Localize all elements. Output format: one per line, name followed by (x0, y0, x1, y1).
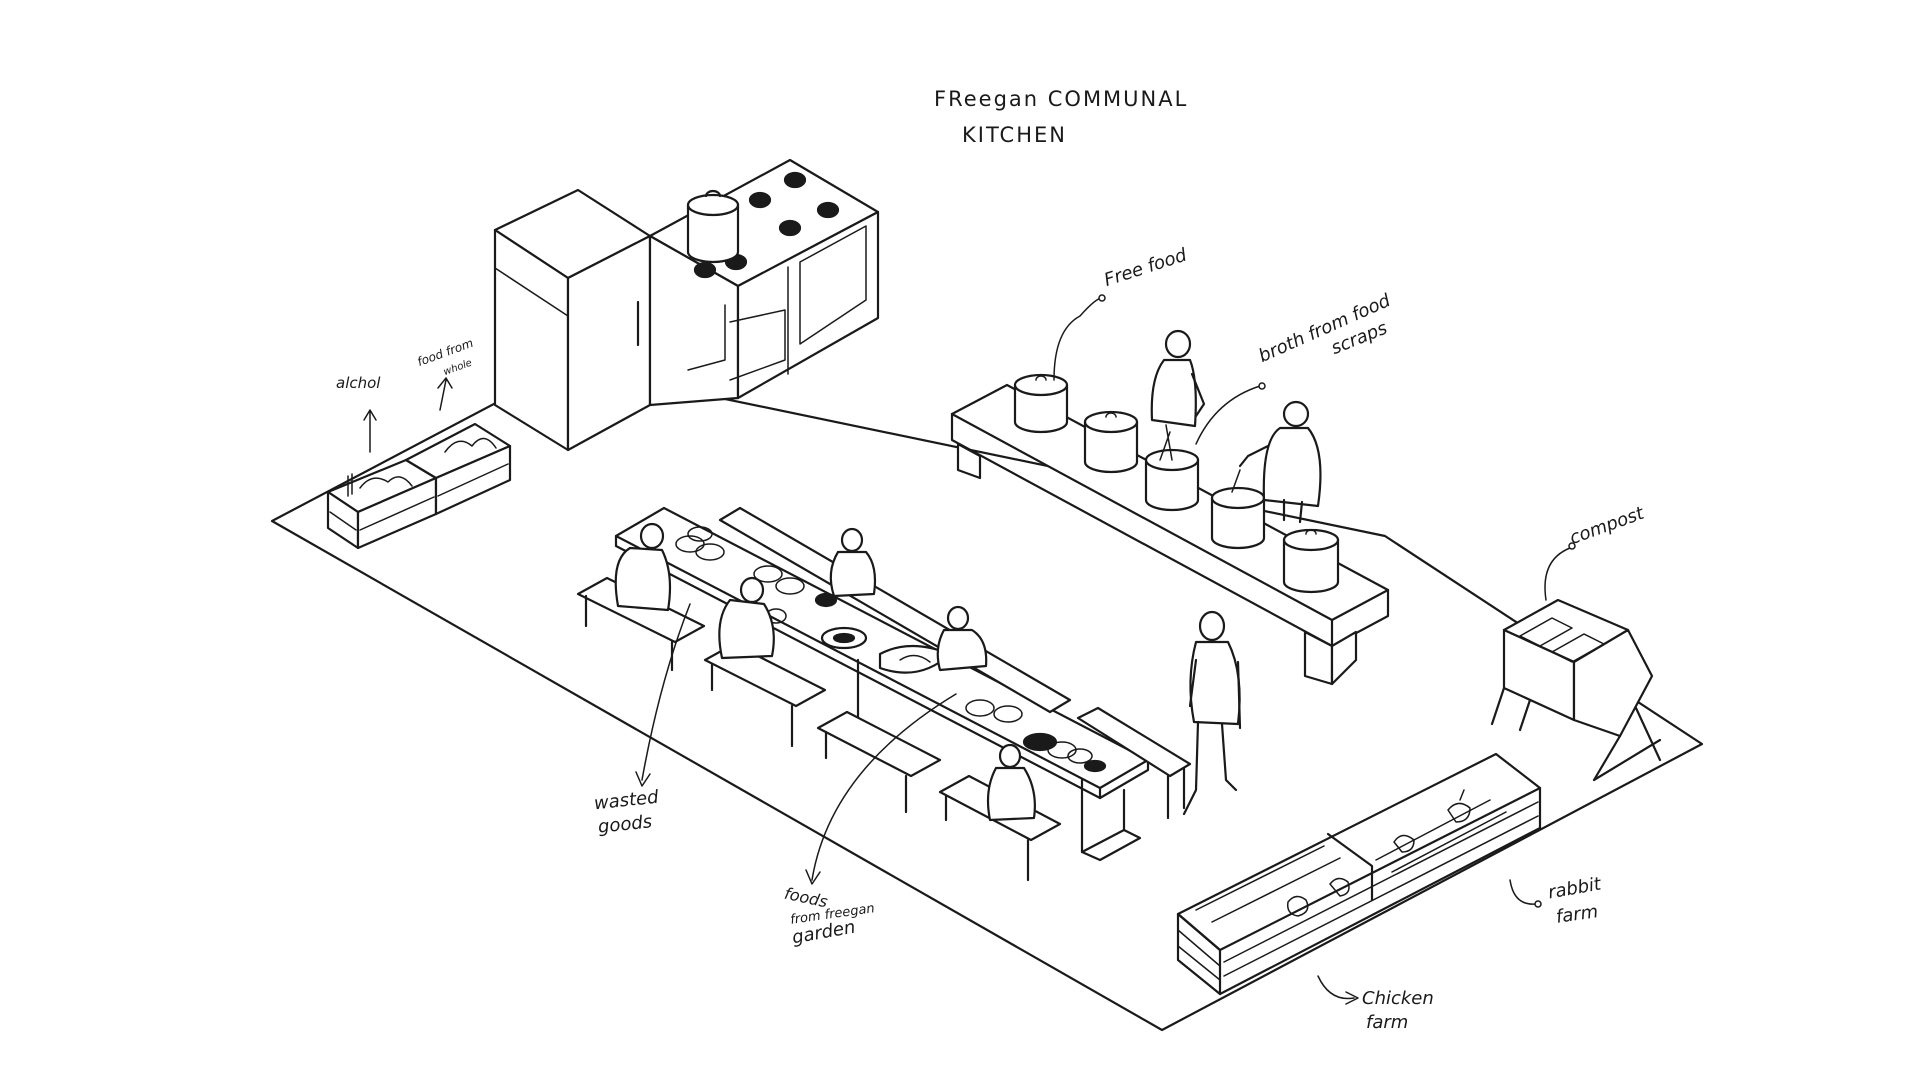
standing-person (1182, 610, 1242, 816)
label-chicken-line-2: farm (1366, 1012, 1409, 1033)
stock-pots (1013, 373, 1340, 594)
page-title-line-2: KITCHEN (962, 123, 1067, 147)
stove (648, 158, 880, 407)
cooks (1150, 329, 1322, 524)
animal-pens (1176, 752, 1542, 996)
label-leaders (363, 294, 1576, 1005)
compost-bin (1490, 598, 1662, 782)
diners (614, 522, 1036, 822)
fridge (493, 188, 652, 452)
dining-table (614, 506, 1150, 862)
label-alcohol: alchol (336, 374, 381, 392)
label-chicken-line-1: Chicken (1362, 988, 1434, 1009)
crates (326, 422, 512, 550)
page-title: FReegan COMMUNAL (934, 87, 1189, 111)
